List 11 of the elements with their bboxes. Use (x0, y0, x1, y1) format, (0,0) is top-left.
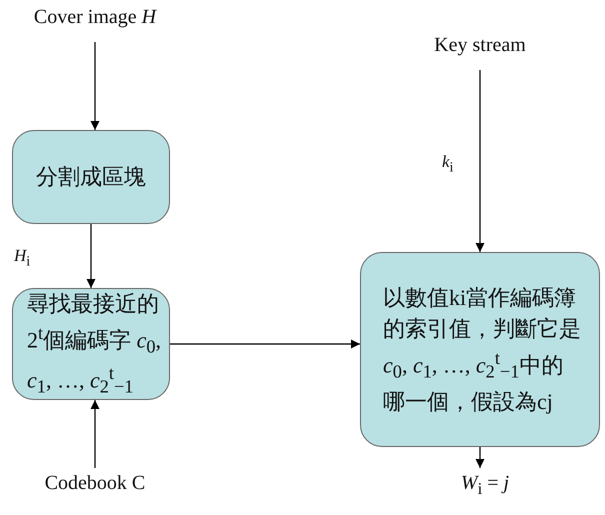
output-label: W$_{i}$ = j (425, 472, 545, 504)
arrow (86, 224, 96, 288)
input-label: Key stream (405, 34, 555, 64)
process-box: 分割成區塊 (12, 130, 170, 224)
arrow (170, 340, 360, 348)
arrow (90, 400, 100, 468)
arrow (476, 447, 484, 468)
input-label: Cover image H (20, 6, 170, 36)
arrow (476, 70, 484, 252)
arrow (90, 42, 100, 130)
input-label: Codebook C (20, 472, 170, 502)
